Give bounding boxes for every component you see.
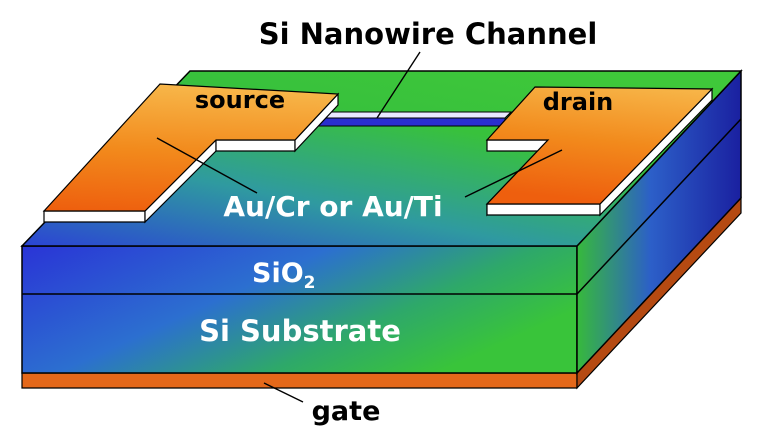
nanowire <box>311 111 513 127</box>
channel-leader <box>376 51 421 119</box>
drain-label: drain <box>543 88 614 116</box>
drain-electrode <box>485 86 714 217</box>
oxide-label: SiO2 <box>252 258 316 293</box>
leader-lines <box>156 51 563 403</box>
drain-contact-leader <box>464 149 563 198</box>
source-label: source <box>195 86 285 114</box>
source-contact-leader <box>156 137 258 194</box>
contacts-label: Au/Cr or Au/Ti <box>223 190 442 223</box>
gate-label: gate <box>312 396 381 427</box>
gate-leader <box>263 382 304 403</box>
source-electrode <box>42 83 340 224</box>
gate-layer <box>21 196 742 390</box>
channel-label: Si Nanowire Channel <box>259 17 598 51</box>
substrate-label: Si Substrate <box>199 314 401 348</box>
